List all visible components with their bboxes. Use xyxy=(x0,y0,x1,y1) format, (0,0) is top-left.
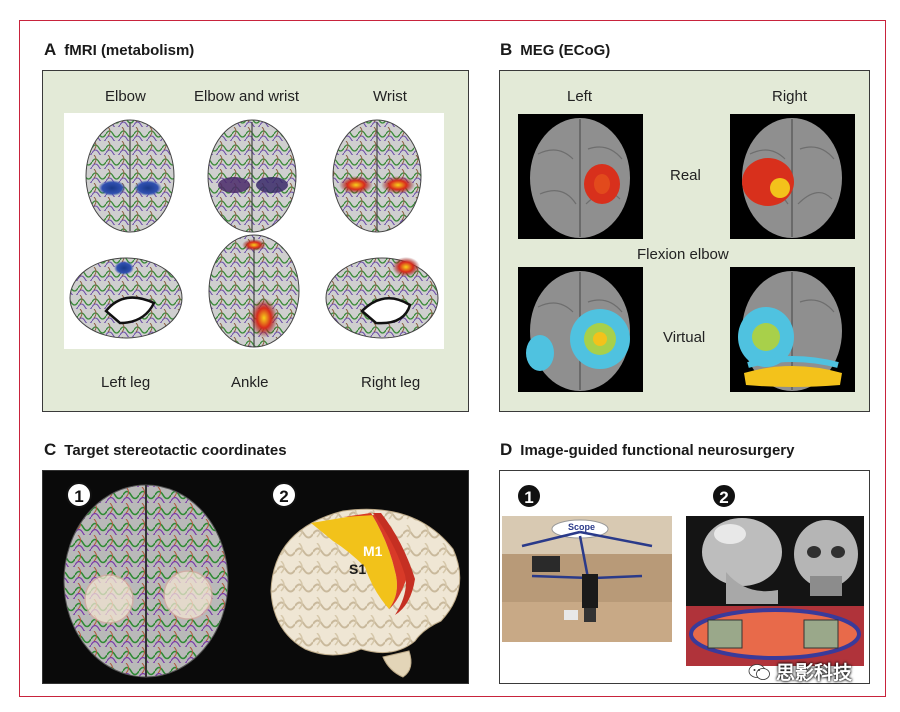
xray-and-implant-photo xyxy=(686,516,864,666)
meg-left-real xyxy=(518,114,643,239)
label-s1: S1 xyxy=(349,561,367,577)
watermark-text: 思影科技 xyxy=(776,663,853,684)
step-1-badge: 1 xyxy=(66,482,92,508)
label-real: Real xyxy=(670,167,701,184)
robot-scope-photo: Scope xyxy=(502,516,672,642)
label-right-leg: Right leg xyxy=(361,374,421,391)
panel-b: Left Right Real Flexion elbow xyxy=(499,70,870,412)
label-left-leg: Left leg xyxy=(101,374,151,391)
step-2-badge: 2 xyxy=(271,482,297,508)
step-2-badge: 2 xyxy=(711,483,737,509)
wechat-icon xyxy=(748,663,770,681)
fmri-brain-grid xyxy=(64,113,444,349)
label-flexion-elbow: Flexion elbow xyxy=(637,246,729,263)
label-wrist: Wrist xyxy=(373,88,407,105)
label-ankle: Ankle xyxy=(231,374,269,391)
label-elbow-and-wrist: Elbow and wrist xyxy=(194,88,300,105)
label-left: Left xyxy=(567,88,593,105)
watermark: 思影科技 xyxy=(748,658,852,685)
figure-frame xyxy=(19,20,886,697)
label-right: Right xyxy=(772,88,808,105)
meg-right-real xyxy=(730,114,855,239)
panel-a: Elbow Elbow and wrist Wrist xyxy=(42,70,469,412)
step-1-badge: 1 xyxy=(516,483,542,509)
label-virtual: Virtual xyxy=(663,329,706,346)
panel-c: 1 2 M1 S1 xyxy=(42,470,469,684)
label-m1: M1 xyxy=(363,543,383,559)
meg-right-virtual xyxy=(730,267,855,392)
label-elbow: Elbow xyxy=(105,88,146,105)
meg-left-virtual xyxy=(518,267,643,392)
scope-label: Scope xyxy=(568,522,596,532)
panel-d: Scope 1 2 xyxy=(499,470,870,684)
